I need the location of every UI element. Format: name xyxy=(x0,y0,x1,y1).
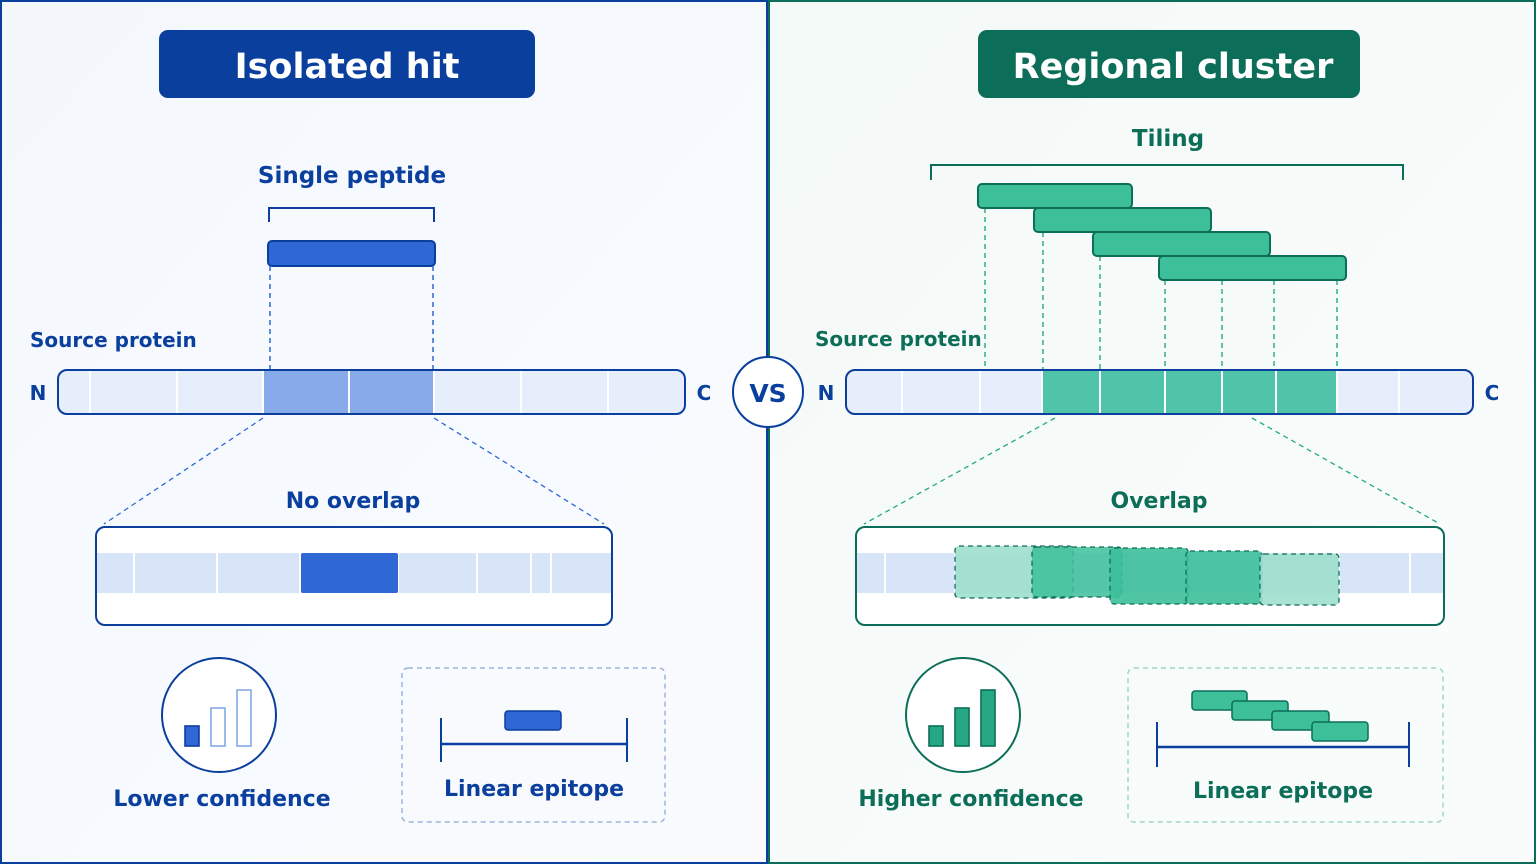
overlap-zoom-box xyxy=(855,526,1445,626)
left-signal-bar-2 xyxy=(210,707,226,747)
overlap-label: Overlap xyxy=(1111,489,1208,514)
higher-confidence-icon xyxy=(905,657,1021,773)
lower-confidence-icon xyxy=(161,657,277,773)
left-zoom-line-left xyxy=(103,417,264,525)
left-zoom-line-right xyxy=(433,417,605,525)
left-linear-epitope-label: Linear epitope xyxy=(444,777,624,802)
no-overlap-label: No overlap xyxy=(286,489,421,514)
tiling-peptide-2 xyxy=(1033,207,1212,233)
left-signal-bar-3 xyxy=(236,689,252,747)
tiling-peptides xyxy=(977,183,1347,281)
overlap-peptide-5 xyxy=(1259,553,1340,606)
isolated-hit-panel: Isolated hit Single peptide Source prote… xyxy=(0,0,768,864)
left-signal-bar-1 xyxy=(184,725,200,747)
left-linear-epitope-box xyxy=(401,667,666,823)
lower-confidence-label: Lower confidence xyxy=(113,787,330,812)
single-peptide-label: Single peptide xyxy=(258,163,446,189)
no-overlap-zoom-box xyxy=(95,526,613,626)
isolated-hit-title-box xyxy=(159,30,535,98)
right-c-terminus-label: C xyxy=(1485,381,1500,405)
left-source-protein-bar xyxy=(57,369,686,415)
tiling-peptide-1 xyxy=(977,183,1133,209)
vs-label: VS xyxy=(749,379,786,408)
right-n-terminus-label: N xyxy=(818,381,835,405)
left-c-terminus-label: C xyxy=(697,381,712,405)
right-signal-bar-1 xyxy=(928,725,944,747)
overlap-peptide-2 xyxy=(1031,546,1123,598)
higher-confidence-label: Higher confidence xyxy=(858,787,1083,812)
right-source-protein-bar xyxy=(845,369,1474,415)
overlap-peptide-4 xyxy=(1185,550,1263,605)
regional-cluster-title-box xyxy=(978,30,1360,98)
left-panel-frame xyxy=(0,0,768,864)
left-n-terminus-label: N xyxy=(30,381,47,405)
right-panel-frame xyxy=(768,0,1536,864)
right-linear-epitope-box xyxy=(1127,667,1444,823)
right-linear-epitope-label: Linear epitope xyxy=(1193,779,1373,804)
left-source-protein-label: Source protein xyxy=(30,328,197,352)
right-source-protein-label: Source protein xyxy=(815,327,982,351)
single-peptide-bar xyxy=(267,240,436,267)
no-overlap-peptide xyxy=(301,553,398,593)
single-peptide-bracket xyxy=(268,207,435,222)
right-cluster-segment xyxy=(1042,371,1337,413)
regional-cluster-panel: Regional cluster Tiling Source protein N… xyxy=(768,0,1536,864)
tiling-guide-lines xyxy=(984,208,1338,371)
isolated-hit-title: Isolated hit xyxy=(235,47,460,87)
right-epitope-peptide-4 xyxy=(1311,721,1369,742)
right-zoom-line-left xyxy=(863,417,1056,525)
left-epitope-peptide xyxy=(504,710,562,731)
tiling-bracket xyxy=(930,164,1404,180)
right-signal-bar-2 xyxy=(954,707,970,747)
vs-badge: VS xyxy=(732,356,804,428)
tiling-label: Tiling xyxy=(1132,126,1204,152)
right-signal-bar-3 xyxy=(980,689,996,747)
overlap-peptide-3 xyxy=(1109,547,1189,605)
tiling-peptide-4 xyxy=(1158,255,1347,281)
regional-cluster-title: Regional cluster xyxy=(1013,47,1334,87)
tiling-peptide-3 xyxy=(1092,231,1271,257)
